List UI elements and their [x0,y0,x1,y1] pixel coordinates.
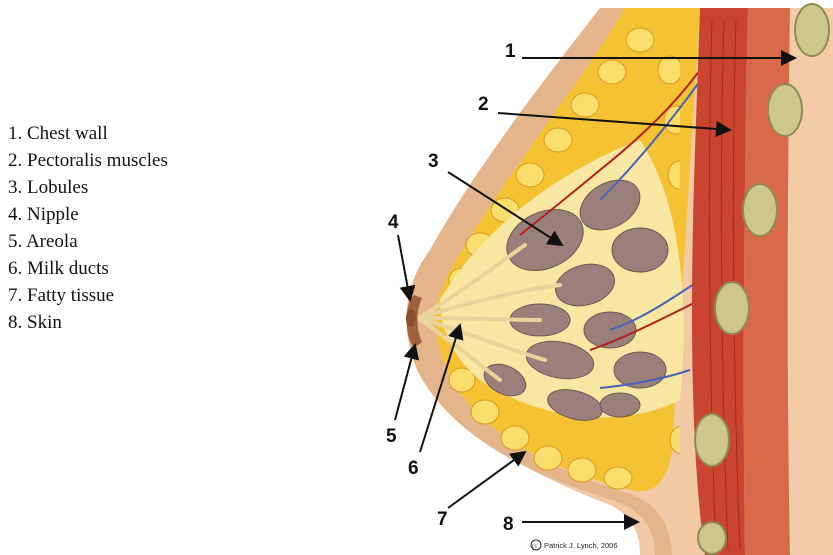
callout-4: 4 [388,212,399,233]
callout-6: 6 [408,458,419,479]
callout-1: 1 [505,41,516,62]
nipple [406,309,416,327]
arrow-4 [398,235,410,300]
callout-7: 7 [437,509,448,530]
arrow-5 [395,345,415,420]
arrow-7 [448,452,525,508]
credit-text: Patrick J. Lynch, 2006 [544,541,618,550]
pectoralis-muscle [692,8,748,555]
callout-5: 5 [386,426,397,447]
cc-icon-label: cc [532,544,538,550]
callout-2: 2 [478,94,489,115]
callout-8: 8 [503,514,514,535]
callout-3: 3 [428,151,439,172]
